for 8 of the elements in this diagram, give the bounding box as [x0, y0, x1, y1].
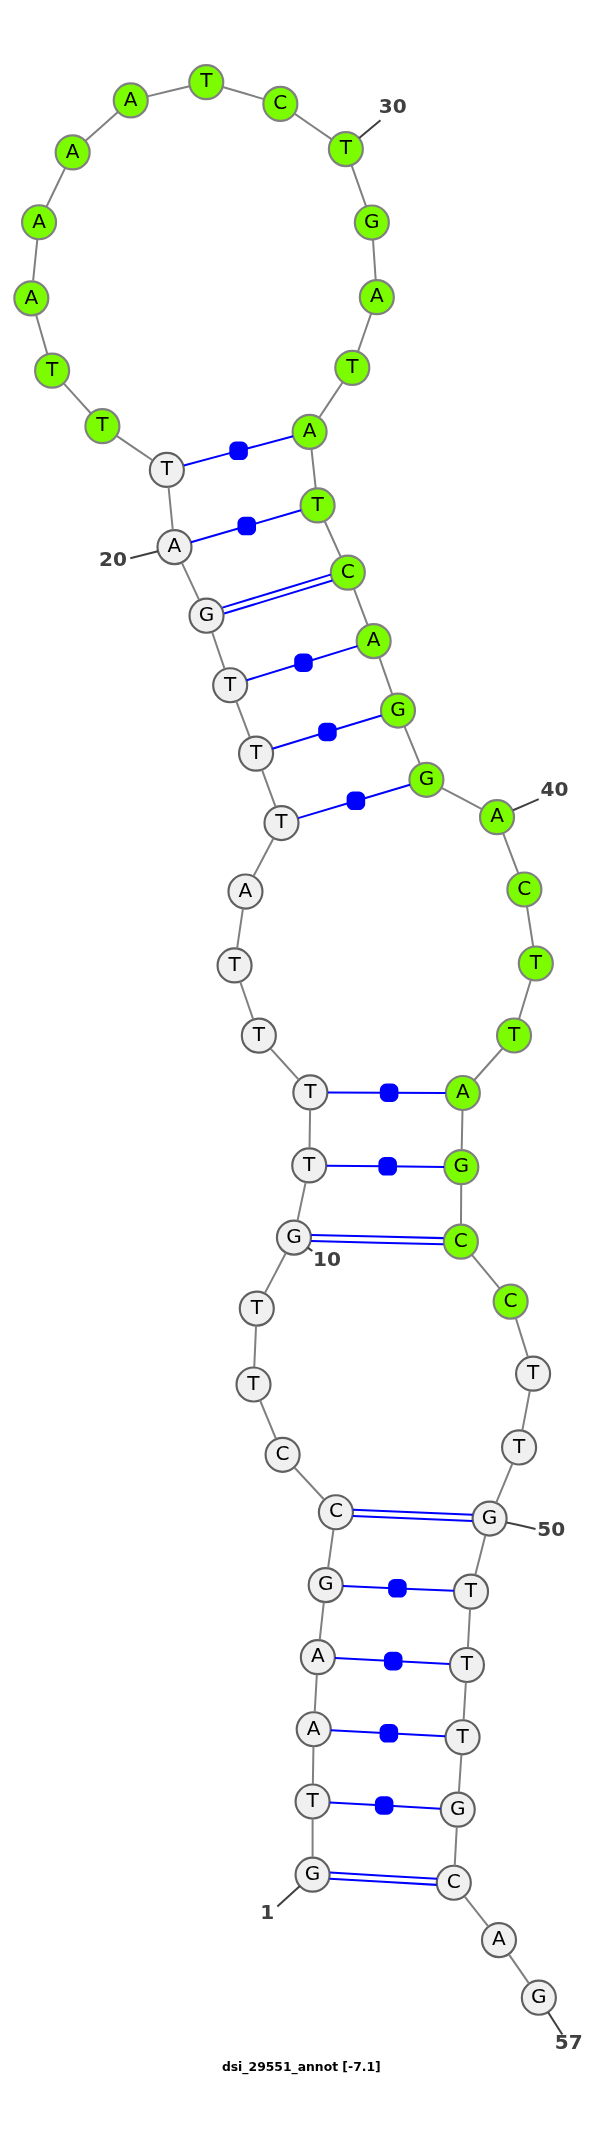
node-text: 10 — [312, 1246, 341, 1271]
diagram-title: dsi_29551_annot [-7.1] — [221, 2059, 381, 2074]
node-text: 57 — [554, 2029, 583, 2054]
node-text: 50 — [537, 1516, 566, 1541]
node-text: 20 — [98, 546, 127, 571]
node-text: 1 — [260, 1899, 275, 1924]
node-text: 40 — [540, 776, 569, 801]
node-text: 30 — [378, 93, 407, 118]
